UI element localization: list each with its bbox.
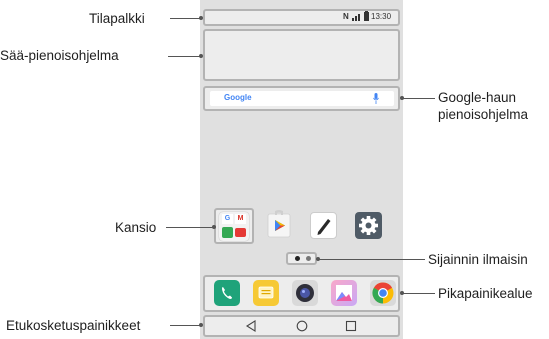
page-dot (306, 256, 311, 261)
play-store-icon[interactable] (266, 210, 292, 238)
leader-dot (199, 54, 203, 58)
google-search-bar[interactable] (210, 91, 394, 106)
messages-icon[interactable] (253, 280, 279, 306)
leader-dot (212, 225, 216, 229)
leader-quick-access (402, 293, 435, 294)
leader-dot (199, 323, 203, 327)
leader-status-bar (170, 18, 201, 19)
gallery-icon[interactable] (331, 280, 357, 306)
microphone-icon[interactable] (373, 93, 379, 104)
status-bar-region (203, 9, 400, 26)
label-status-bar: Tilapalkki (89, 11, 145, 26)
location-indicator-region (286, 252, 317, 265)
label-google-widget-1: Google-haun (438, 90, 517, 105)
leader-dot (400, 291, 404, 295)
leader-dot (400, 96, 404, 100)
leader-weather (168, 56, 201, 57)
pen-icon[interactable] (310, 212, 337, 239)
nfc-icon: N (343, 12, 349, 21)
label-location-indicator: Sijainnin ilmaisin (428, 252, 528, 267)
weather-widget-region (203, 29, 400, 81)
battery-icon (364, 11, 369, 21)
chrome-icon[interactable] (370, 280, 396, 306)
home-icon[interactable] (296, 320, 308, 332)
leader-dot (199, 16, 203, 20)
label-quick-access: Pikapainikealue (438, 286, 533, 301)
leader-touch-buttons (170, 325, 201, 326)
label-touch-buttons: Etukosketuspainikkeet (6, 318, 141, 333)
leader-location (318, 259, 425, 260)
page-dot-active (295, 256, 300, 261)
leader-google (402, 98, 435, 99)
touch-buttons-region (203, 315, 400, 337)
label-folder: Kansio (115, 220, 157, 235)
back-icon[interactable] (245, 320, 257, 332)
google-logo: Google (224, 93, 252, 102)
gear-icon[interactable] (355, 212, 382, 239)
folder-icon[interactable]: G M (219, 212, 249, 241)
recents-icon[interactable] (345, 320, 357, 332)
signal-icon (352, 14, 360, 21)
camera-icon[interactable] (292, 280, 318, 306)
phone-icon[interactable] (214, 280, 240, 306)
label-google-widget-2: pienoisohjelma (438, 107, 529, 122)
status-time: 13:30 (371, 12, 392, 21)
label-weather-widget: Sää-pienoisohjelma (0, 48, 119, 63)
leader-dot (316, 257, 320, 261)
leader-folder (166, 227, 214, 228)
